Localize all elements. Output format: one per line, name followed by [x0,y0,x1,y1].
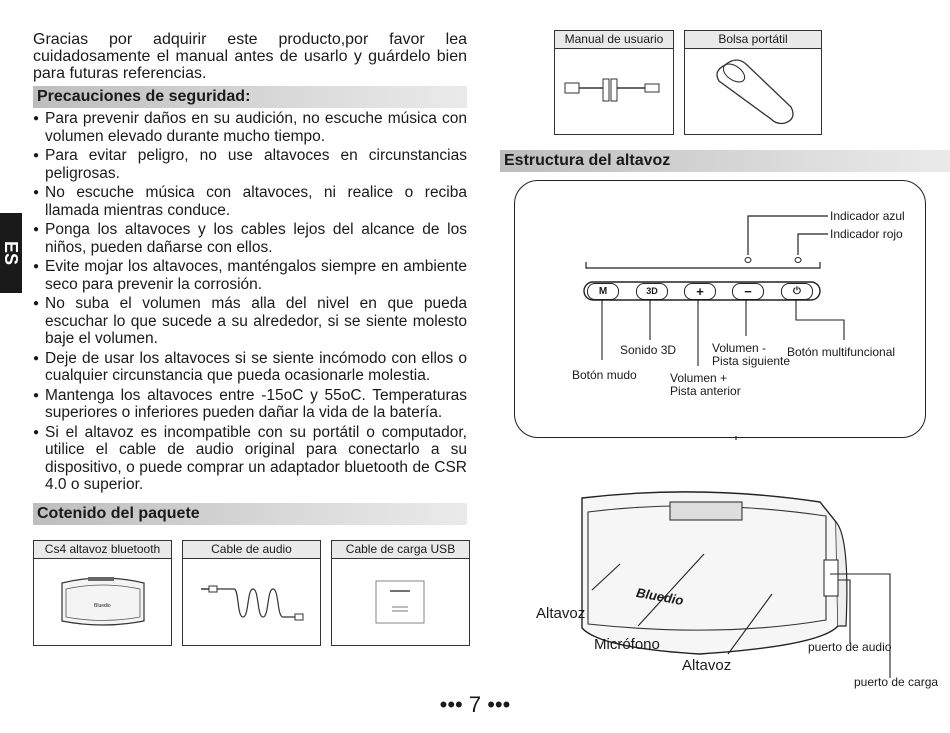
list-item: Para evitar peligro, no use altavoces en… [33,147,467,182]
list-item: Mantenga los altavoces entre -15oC y 55o… [33,387,467,422]
package-item-label: Manual de usuario [555,31,673,49]
label-charge-port: puerto de carga [854,675,939,689]
label-mute: Botón mudo [572,368,637,382]
list-item: Evite mojar los altavoces, manténgalos s… [33,258,467,293]
package-item-usb-cable: Cable de carga USB [331,540,470,646]
speaker-illustration [581,491,891,678]
label-next-track: Pista siguiente [712,354,791,368]
label-indicator-blue: Indicador azul [830,209,905,223]
package-item-label: Cable de carga USB [332,541,469,559]
volume-up-button: + [684,283,716,300]
label-volume-up: Volumen + [670,371,728,385]
structure-heading: Estructura del altavoz [500,150,950,172]
list-item: Si el altavoz es incompatible con su por… [33,424,467,494]
label-multifunction: Botón multifuncional [787,345,896,359]
usb-cable-icon [564,78,660,102]
label-speaker-left: Altavoz [536,605,586,622]
language-tab: ES [0,213,22,293]
label-prev-track: Pista anterior [670,384,741,398]
usb-cable-package-icon [375,580,425,624]
package-item-speaker: Cs4 altavoz bluetooth Bluedio [33,540,172,646]
package-item-bag: Bolsa portátil [684,30,822,135]
list-item: No escuche música con altavoces, ni real… [33,184,467,219]
label-microphone: Micrófono [594,636,660,653]
package-item-label: Cable de audio [183,541,320,559]
package-item-label: Bolsa portátil [685,31,821,49]
safety-list: Para prevenir daños en su audición, no e… [33,110,467,496]
audio-cable-icon [201,585,304,621]
sound3d-button: 3D [636,283,668,300]
volume-down-button: − [732,283,764,300]
bag-icon [716,59,794,125]
speaker-icon: Bluedio [61,577,145,626]
intro-text: Gracias por adquirir este producto,por f… [33,31,467,82]
label-sound3d: Sonido 3D [620,343,677,357]
button-diagram [514,180,926,438]
label-audio-port: puerto de audio [808,640,892,654]
svg-text:Bluedio: Bluedio [94,603,111,609]
list-item: Para prevenir daños en su audición, no e… [33,110,467,145]
mute-button: M [587,283,619,300]
label-volume-down: Volumen - [712,341,767,355]
power-icon: ⏻ [781,283,813,300]
label-speaker-right: Altavoz [682,657,732,674]
label-indicator-red: Indicador rojo [830,227,903,241]
safety-heading: Precauciones de seguridad: [33,86,467,108]
list-item: Deje de usar los altavoces si se siente … [33,350,467,385]
package-item-manual: Manual de usuario [554,30,674,135]
package-item-audio-cable: Cable de audio [182,540,321,646]
package-item-label: Cs4 altavoz bluetooth [34,541,171,559]
package-heading: Cotenido del paquete [33,503,467,525]
page-number: ••• 7 ••• [439,692,511,717]
list-item: Ponga los altavoces y los cables lejos d… [33,221,467,256]
list-item: No suba el volumen más alla del nivel en… [33,295,467,348]
